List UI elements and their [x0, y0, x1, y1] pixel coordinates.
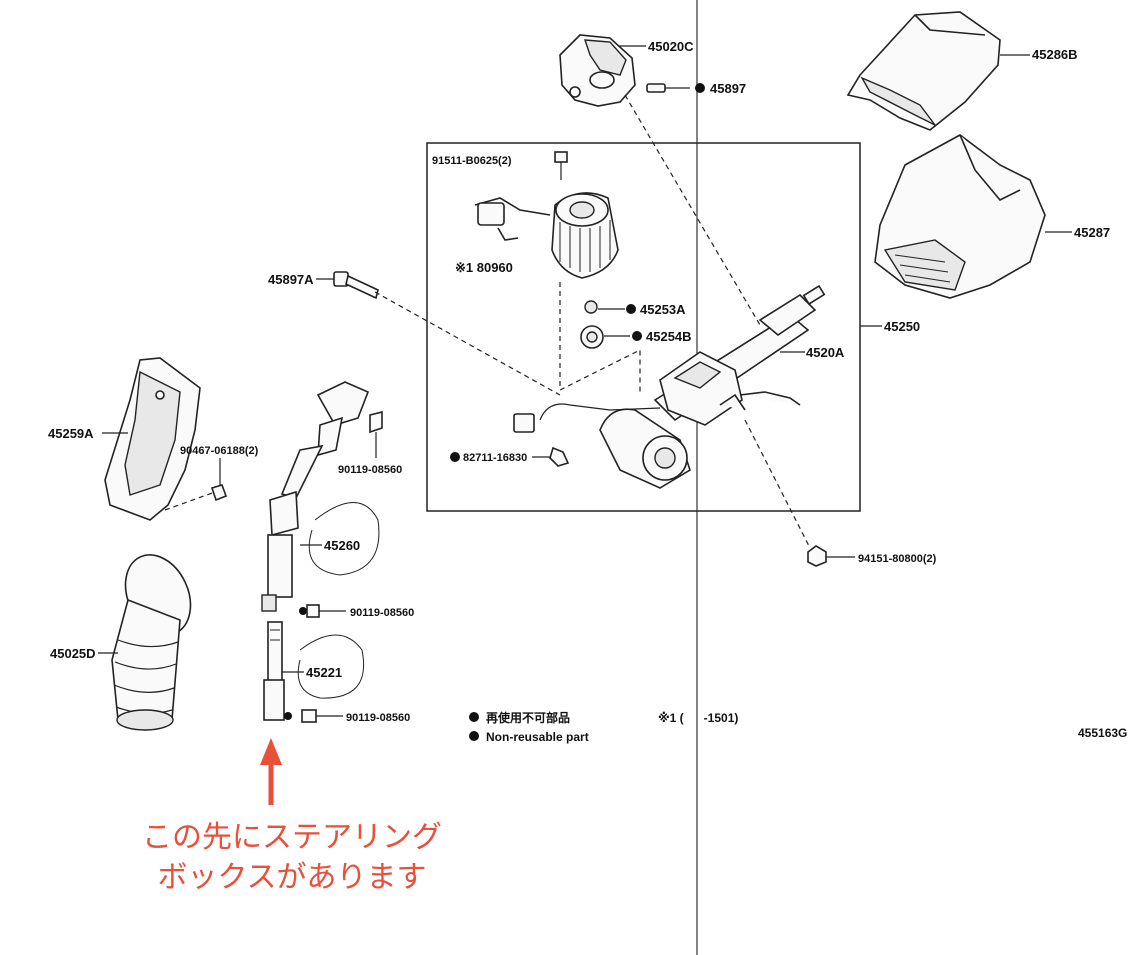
label-90467: 90467-06188(2) [180, 445, 259, 457]
wire-harness [539, 403, 661, 421]
circle-annotation-45221 [297, 634, 365, 699]
part-4520A-column [599, 284, 826, 489]
label-91511: 91511-B0625(2) [432, 155, 512, 167]
label-4520A: 4520A [806, 345, 845, 360]
annotation-line1: この先にステアリング [142, 820, 442, 855]
label-45897A: 45897A [268, 272, 314, 287]
connector-icon [513, 413, 535, 433]
label-82711: 82711-16830 [463, 452, 527, 464]
label-45260: 45260 [324, 538, 360, 553]
annotation-text: この先にステアリング ボックスがあります [132, 818, 452, 898]
dash-94151 [744, 419, 811, 549]
legend-jp: 再使用不可部品 [486, 710, 570, 725]
dash-45897A [374, 291, 561, 396]
part-80960-motor [474, 192, 619, 279]
part-45020C [559, 34, 636, 107]
circle-annotation-45260 [308, 502, 380, 576]
part-45897-screw [646, 83, 705, 93]
part-90119-bolt-b [299, 604, 346, 618]
label-94151: 94151-80800(2) [858, 553, 937, 565]
label-90119a: 90119-08560 [338, 464, 402, 476]
assembly-box-45250 [426, 142, 861, 512]
dash-motor [559, 282, 641, 395]
diagram-code: 455163G [1078, 726, 1127, 740]
part-90119-bolt-a [369, 410, 383, 434]
part-45897A-bolt [333, 271, 379, 300]
red-arrow-icon [260, 738, 282, 805]
label-45025D: 45025D [50, 646, 96, 661]
part-45253A-gear [584, 300, 636, 314]
label-45897: 45897 [710, 81, 746, 96]
legend-dot-jp [469, 712, 479, 722]
legend-dot-en [469, 731, 479, 741]
label-45286B: 45286B [1032, 47, 1078, 62]
label-45287: 45287 [1074, 225, 1110, 240]
part-45260-shaft [261, 381, 370, 612]
part-45221-shaft [263, 621, 285, 721]
label-45221: 45221 [306, 665, 342, 680]
label-90119b: 90119-08560 [350, 607, 414, 619]
label-45254B: 45254B [646, 329, 692, 344]
label-45250: 45250 [884, 319, 920, 334]
part-82711-clamp [450, 446, 570, 467]
label-45253A: 45253A [640, 302, 686, 317]
label-90119c: 90119-08560 [346, 712, 410, 724]
part-90119-bolt-c [284, 709, 343, 723]
part-91511-bolt [554, 151, 568, 180]
annotation-line2: ボックスがあります [157, 860, 427, 895]
part-45286B [846, 11, 1001, 131]
legend-note1: ※1 ( -1501) [658, 711, 738, 725]
part-45254B-gear [580, 325, 642, 349]
label-80960: ※1 80960 [455, 260, 513, 275]
part-45025D-boot [111, 554, 192, 731]
label-45020C: 45020C [648, 39, 694, 54]
label-45259A: 45259A [48, 426, 94, 441]
part-45259A [104, 357, 201, 521]
dash-45020C [624, 94, 761, 326]
part-45287 [874, 134, 1046, 299]
legend-en: Non-reusable part [486, 730, 589, 744]
part-94151-nut [807, 545, 827, 567]
part-90467-clip [210, 458, 228, 502]
